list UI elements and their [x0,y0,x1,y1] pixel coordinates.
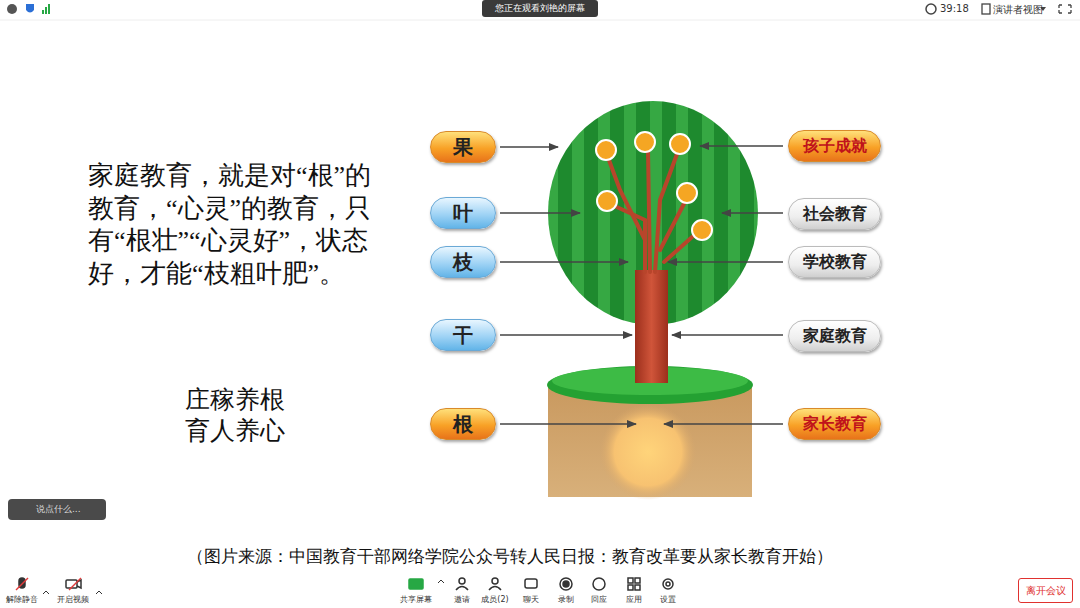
slide-motto: 育人养心 [185,414,285,447]
fullscreen-icon [1059,5,1071,13]
shield-icon [26,4,34,13]
leave-button: 离开会议 [1018,578,1073,603]
education-pill: 学校教育 [788,246,881,278]
part-pill: 根 [430,408,496,440]
part-pill: 枝 [430,246,496,278]
part-pill: 叶 [430,197,496,229]
education-pill: 社会教育 [788,198,881,230]
node-text: 枝 [453,249,473,276]
node-text: 家长教育 [803,414,867,435]
node-text: 您正在观看刘艳的屏幕 [495,2,585,15]
view-mode: 演讲者视图 [993,3,1043,17]
view-icon [982,4,990,14]
education-pill: 家庭教育 [788,320,881,352]
toolbar-label: 成员(2) [481,594,508,605]
node-text: 干 [453,322,473,349]
node-text: 孩子成就 [803,136,867,157]
node-text: 叶 [453,200,473,227]
toolbar-label: 录制 [558,594,574,605]
node-text: 果 [453,134,473,161]
node-text: 社会教育 [803,204,867,225]
result-pill: 孩子成就 [788,130,881,162]
part-pill: 果 [430,131,496,163]
node-text: 学校教育 [803,252,867,273]
toolbar-label: 共享屏幕 [400,594,432,605]
tree-illustration [540,95,770,500]
toolbar-label: 应用 [626,594,642,605]
node-text: 家庭教育 [803,326,867,347]
toolbar-label: 解除静音 [6,594,38,605]
timer: 39:18 [940,3,969,14]
toolbar-label: 聊天 [523,594,539,605]
toolbar-label: 设置 [660,594,676,605]
signal-icon [42,4,50,14]
image-caption: （图片来源：中国教育干部网络学院公众号转人民日报：教育改革要从家长教育开始） [187,545,833,568]
toolbar-label: 邀请 [454,594,470,605]
toolbar-label: 开启视频 [57,594,89,605]
slide-paragraph: 家庭教育，就是对“根”的教育，“心灵”的教育，只有“根壮”“心灵好”，状态好，才… [88,160,388,290]
node-text: 根 [453,411,473,438]
leader-arrows [500,146,783,424]
node-text: 离开会议 [1026,584,1066,598]
slide-motto: 庄稼养根 [185,383,285,416]
parent-pill: 家长教育 [788,408,881,440]
chat-input: 说点什么... [8,499,106,520]
part-pill: 干 [430,319,496,351]
toolbar-icons [16,578,673,594]
clock-icon [926,4,936,14]
toolbar-label: 回应 [591,594,607,605]
screen-share-banner: 您正在观看刘艳的屏幕 [482,0,598,17]
toolbar-bg [0,574,1080,608]
node-text: 说点什么... [36,503,81,516]
info-icon [7,4,17,14]
